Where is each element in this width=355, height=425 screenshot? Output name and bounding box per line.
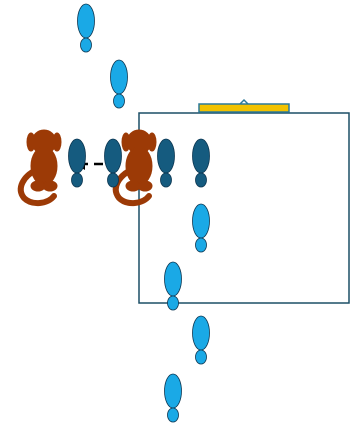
footprint-icon[interactable] xyxy=(158,139,175,187)
pieces-layer xyxy=(21,4,210,422)
footprint-icon[interactable] xyxy=(69,139,86,187)
footprint-icon[interactable] xyxy=(78,4,95,52)
footprint-icon[interactable] xyxy=(193,204,210,252)
box-lid-icon[interactable] xyxy=(199,100,289,112)
footprint-icon[interactable] xyxy=(193,316,210,364)
monkey-icon[interactable] xyxy=(116,130,156,203)
footprint-icon[interactable] xyxy=(165,374,182,422)
footprint-icon[interactable] xyxy=(111,60,128,108)
footprint-icon[interactable] xyxy=(193,139,210,187)
monkey-icon[interactable] xyxy=(21,130,61,203)
